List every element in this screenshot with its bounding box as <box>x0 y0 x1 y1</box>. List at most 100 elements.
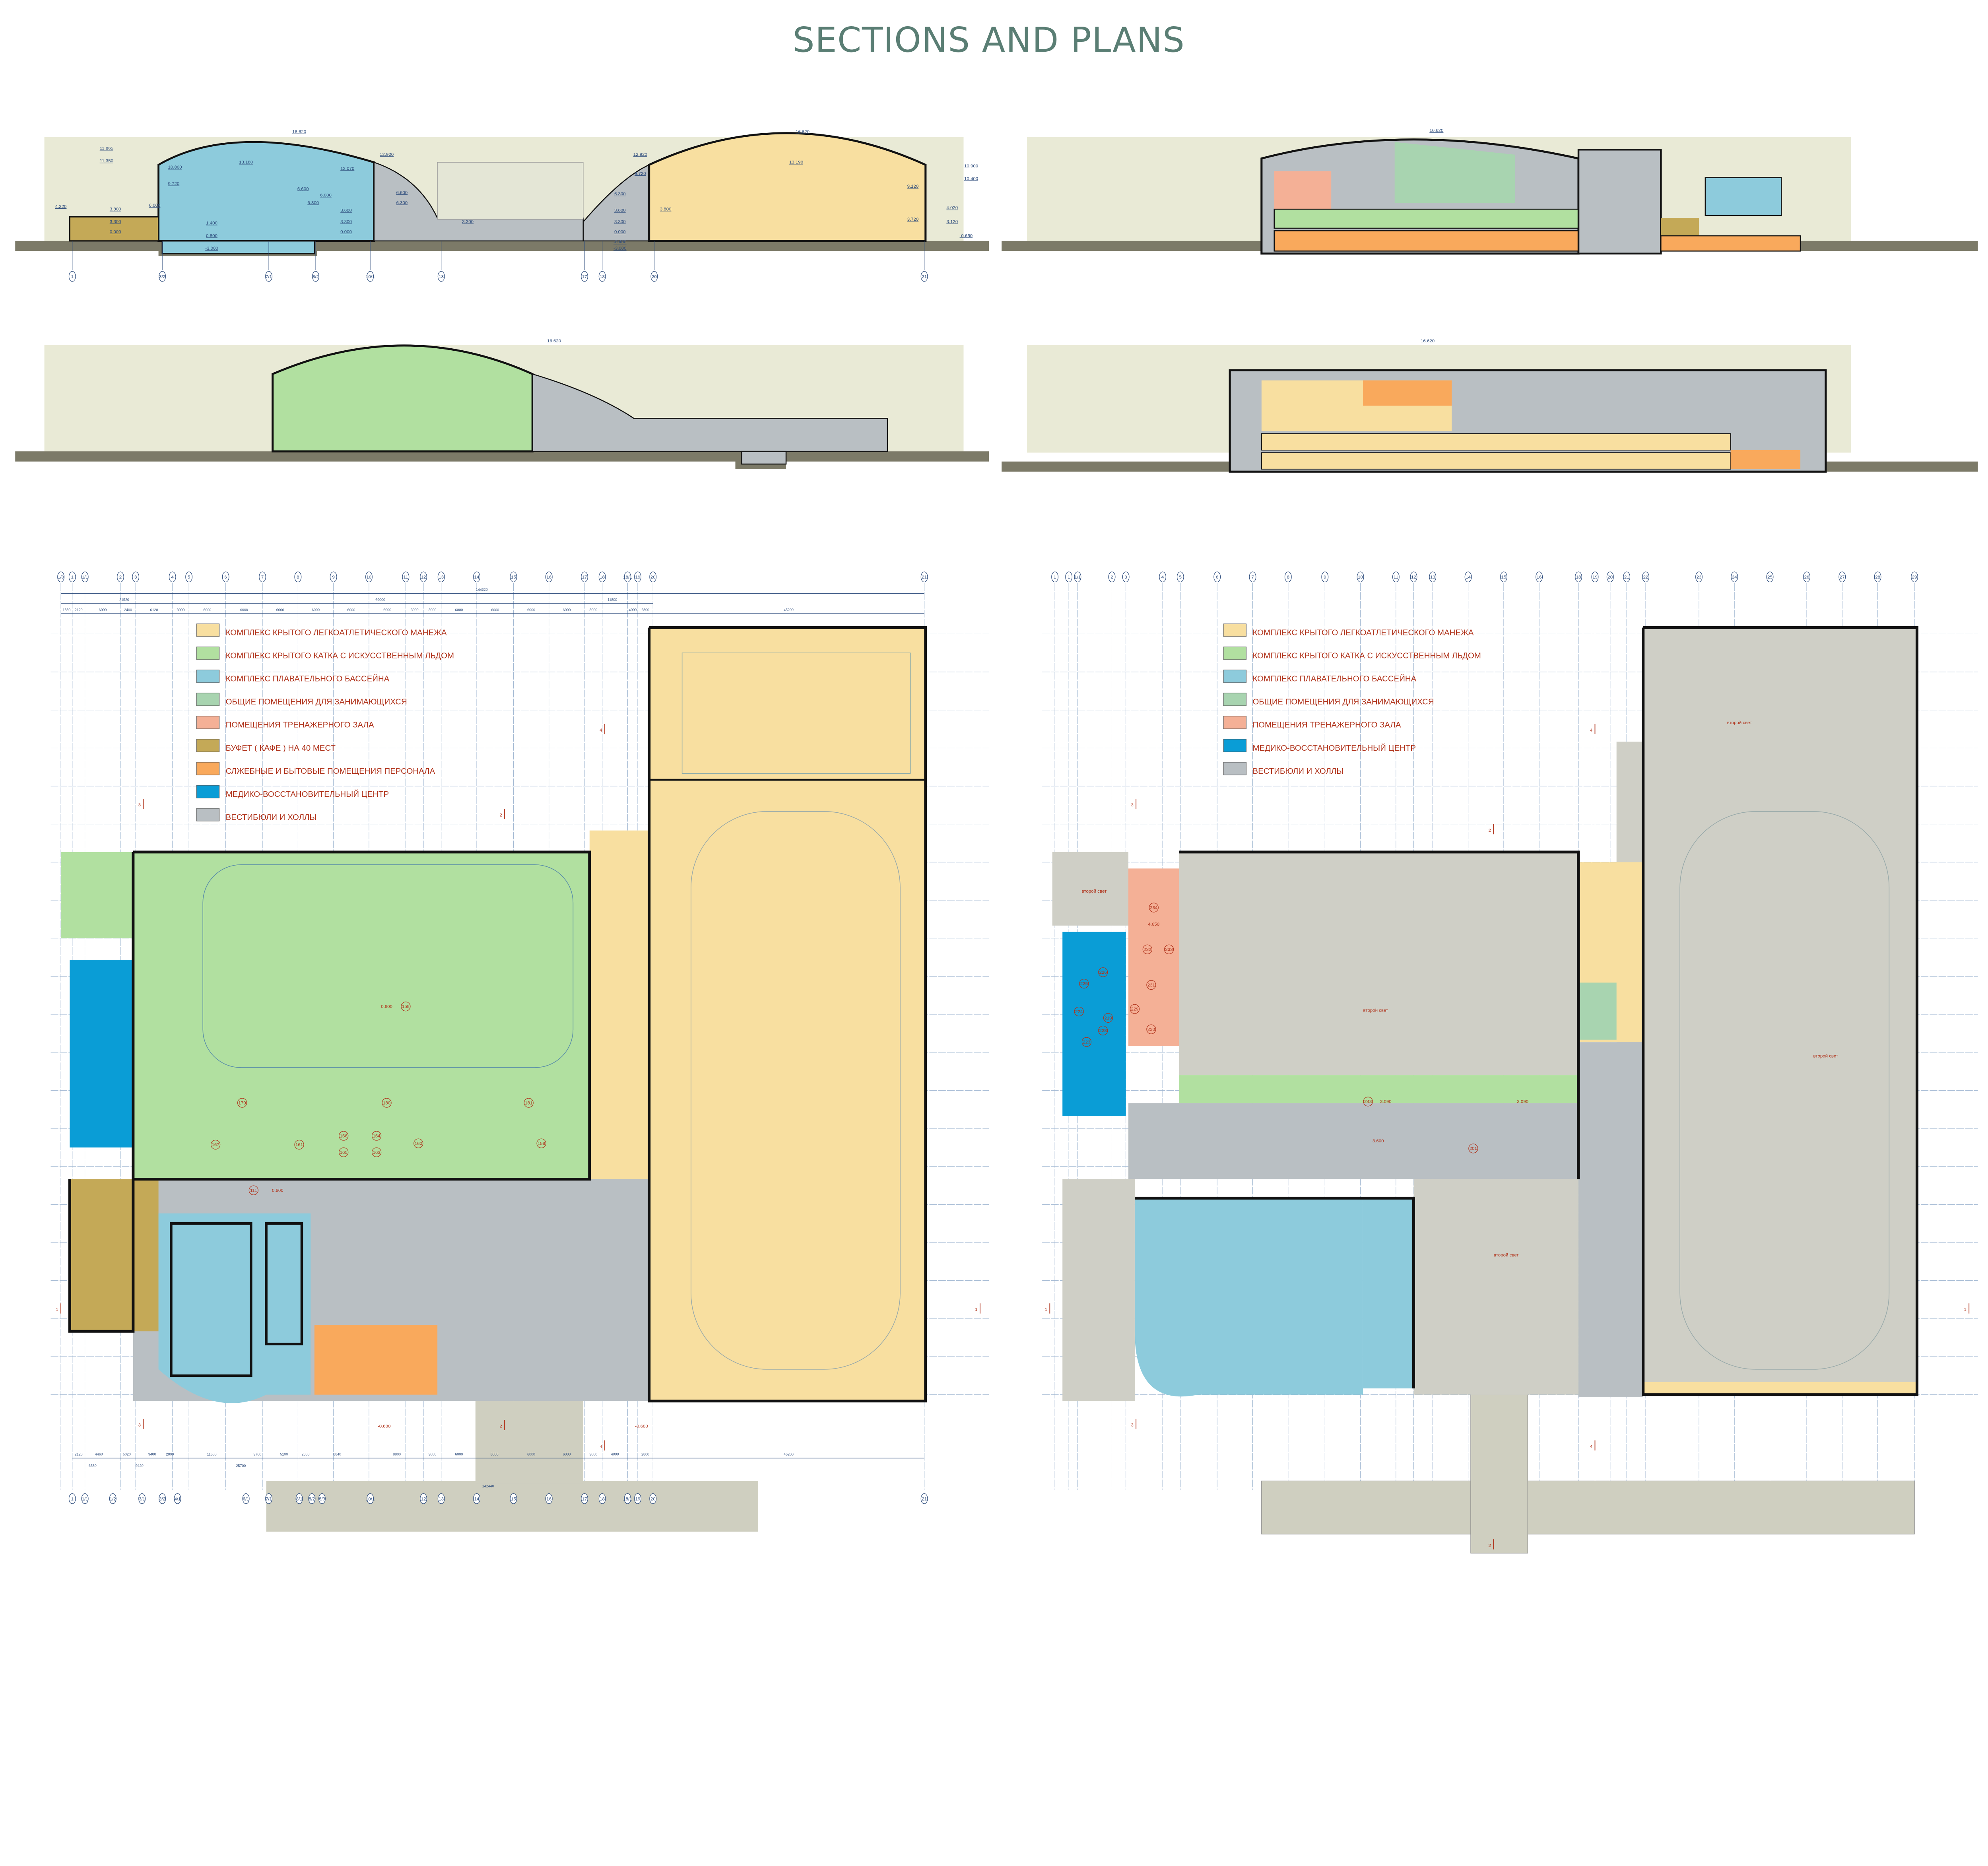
room-number: 225 <box>1080 982 1088 986</box>
floor-level-label: второй свет <box>1727 720 1752 725</box>
dimension-value: 6000 <box>455 1452 463 1456</box>
dimension-value: 8800 <box>393 1452 401 1456</box>
dimension-value: 3000 <box>589 608 597 612</box>
room-number-circle <box>339 1147 349 1157</box>
axis-bubble <box>437 1493 445 1504</box>
floor-level-label: второй свет <box>1494 1253 1519 1258</box>
axis-label: 6/1 <box>243 1497 249 1501</box>
axis-bubble <box>1108 571 1116 583</box>
section-cut-label: 1 <box>975 1307 977 1312</box>
room-number-circle <box>1146 1024 1156 1034</box>
axis-bubble <box>1176 571 1184 583</box>
axis-label: 21 <box>922 575 927 580</box>
elevation-mark: 11.865 <box>100 146 113 151</box>
axis-label: 13 <box>1430 575 1435 580</box>
axis-label: 15 <box>511 575 516 580</box>
cafe <box>70 1179 159 1332</box>
entry-walkway <box>475 1401 583 1483</box>
elevation-mark: 16.620 <box>547 339 561 344</box>
legend-swatch <box>1223 693 1247 706</box>
axis-label: 8 <box>1287 575 1289 580</box>
legend-label: ПОМЕЩЕНИЯ ТРЕНАЖЕРНОГО ЗАЛА <box>226 721 374 730</box>
room-number: 111 <box>250 1188 257 1193</box>
dimension-value: 11500 <box>207 1452 216 1456</box>
axis-label: 17 <box>582 1497 587 1501</box>
axis-label: 8/2 <box>309 1497 315 1501</box>
rink-stands <box>1394 142 1515 203</box>
elevation-mark: 3.300 <box>462 219 474 224</box>
dimension-value: 3700 <box>253 1452 261 1456</box>
axis-bubble <box>330 571 337 583</box>
legend-label: БУФЕТ ( КАФЕ ) НА 40 МЕСТ <box>226 744 336 753</box>
arena-gallery <box>1643 1382 1917 1395</box>
section-cut-label: 2 <box>499 813 502 818</box>
axis-bubble <box>1536 571 1543 583</box>
axis-bubble <box>367 271 374 282</box>
elevation-mark: 4.220 <box>55 204 67 209</box>
elevation-mark: 9.120 <box>907 184 919 189</box>
dimension-value: 45200 <box>784 1452 794 1456</box>
axis-bubble <box>650 271 658 282</box>
legend-swatch <box>196 762 220 775</box>
axis-bubble <box>365 571 373 583</box>
axis-label: 19 <box>1592 575 1598 580</box>
legend-swatch <box>196 693 220 706</box>
room-number-circle <box>294 1140 304 1150</box>
room-number-circle <box>210 1140 221 1150</box>
elevation-mark: 16.620 <box>292 130 306 134</box>
axis-bubble <box>581 571 588 583</box>
room-number: 231 <box>1147 983 1155 988</box>
room-number-circle <box>339 1131 349 1141</box>
dimension-value: 8840 <box>333 1452 341 1456</box>
legend-label: ПОМЕЩЕНИЯ ТРЕНАЖЕРНОГО ЗАЛА <box>1253 721 1401 730</box>
dimension-value: 6000 <box>455 608 463 612</box>
floor-level-label: -0.600 <box>635 1424 648 1429</box>
room-number: 163 <box>373 1150 380 1155</box>
axis-bubble <box>242 1493 250 1504</box>
section-cut-label: 4 <box>600 728 602 733</box>
room-number-circle <box>1103 1013 1113 1023</box>
legend-swatch <box>196 647 220 660</box>
elevation-mark: 0.800 <box>206 233 217 238</box>
staff-rooms <box>1363 380 1452 406</box>
axis-bubble <box>1500 571 1507 583</box>
legend-label: ВЕСТИБЮЛИ И ХОЛЛЫ <box>1253 767 1344 776</box>
pool-service-rooms <box>1363 1198 1414 1388</box>
dimension-value: 3000 <box>411 608 419 612</box>
axis-label: 7 <box>261 575 264 580</box>
dimension-value: 2120 <box>75 1452 83 1456</box>
rink-annex <box>61 852 133 938</box>
rink-hall-volume <box>272 344 534 452</box>
axis-bubble <box>649 571 657 583</box>
axis-bubble <box>1874 571 1881 583</box>
dimension-value: 21520 <box>119 598 129 602</box>
elevation-mark: 9.720 <box>635 171 646 176</box>
axis-bubble <box>68 571 76 583</box>
axis-bubble <box>265 1493 272 1504</box>
axis-bubble <box>68 271 76 282</box>
axis-bubble <box>510 1493 517 1504</box>
legend-label: ВЕСТИБЮЛИ И ХОЛЛЫ <box>226 813 317 822</box>
axis-bubble <box>109 1493 116 1504</box>
rink-stands <box>1179 1075 1579 1103</box>
axis-label: 17 <box>582 274 587 279</box>
dimension-value: 2800 <box>302 1452 310 1456</box>
axis-bubble <box>1591 571 1599 583</box>
dimension-value: 3000 <box>589 1452 597 1456</box>
room-number: 166 <box>340 1134 348 1138</box>
room-number: 226 <box>1099 970 1107 975</box>
axis-bubble <box>1464 571 1472 583</box>
room-number-circle <box>1146 980 1156 990</box>
dimension-value: 3000 <box>428 1452 436 1456</box>
axis-label: 6 <box>224 575 227 580</box>
axis-bubble <box>1575 571 1582 583</box>
entry-canopy-grid <box>1261 1480 1915 1535</box>
axis-label: 9 <box>332 575 334 580</box>
room-number-circle <box>1149 903 1159 913</box>
axis-label: 7/1 <box>266 1497 272 1501</box>
section-2-elevations: 16.620 <box>1429 128 1443 133</box>
main-pool-tank <box>170 1222 252 1377</box>
axis-label: 2 <box>119 575 122 580</box>
axis-bubble <box>1213 571 1221 583</box>
